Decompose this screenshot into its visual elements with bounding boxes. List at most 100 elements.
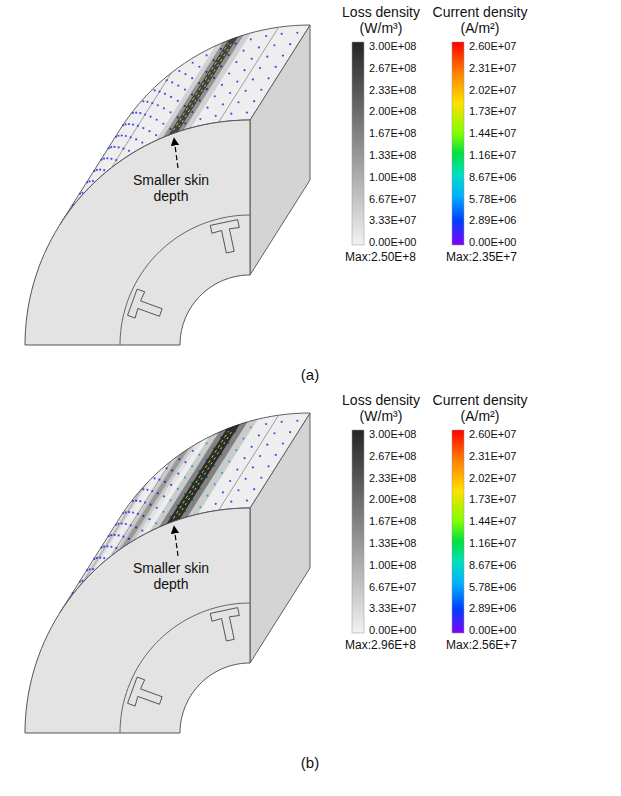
- current-vector: [110, 146, 112, 148]
- current-vector: [259, 455, 261, 457]
- current-vector: [122, 124, 124, 126]
- current-vector: [89, 180, 91, 182]
- current-vector: [215, 115, 217, 117]
- current-vector: [258, 46, 260, 48]
- tick-value: 0.00E+00: [369, 235, 416, 249]
- rotor-arc: [120, 215, 250, 345]
- current-vector: [222, 491, 224, 493]
- current-vector: [184, 88, 186, 90]
- current-vector: [281, 33, 283, 35]
- legend-title: Current density (A/m²): [421, 392, 539, 424]
- current-vector: [118, 534, 120, 536]
- current-vector: [273, 44, 275, 46]
- tick-value: 1.44E+07: [469, 514, 516, 528]
- current-vector: [273, 432, 275, 434]
- tick-value: 1.33E+08: [369, 148, 416, 162]
- tick-value: 1.73E+07: [469, 492, 516, 506]
- current-vector: [245, 478, 247, 480]
- current-vector: [289, 43, 291, 45]
- current-vector: [128, 150, 130, 152]
- current-vector: [121, 134, 123, 136]
- tick-value: 1.33E+08: [369, 536, 416, 550]
- current-vector: [148, 130, 150, 132]
- tick-value: 6.67E+07: [369, 580, 416, 594]
- current-vector: [144, 113, 146, 115]
- current-vector: [93, 170, 95, 172]
- max-value: Max:2.35E+7: [446, 250, 517, 264]
- current-vector: [137, 125, 139, 127]
- current-vector: [199, 118, 201, 120]
- current-vector: [162, 123, 164, 125]
- current-vector: [214, 95, 216, 97]
- current-vector: [103, 557, 105, 559]
- current-vector: [192, 62, 194, 64]
- current-vector: [79, 193, 81, 195]
- current-vector: [260, 89, 262, 91]
- current-vector: [132, 511, 134, 513]
- current-vector: [128, 123, 130, 125]
- current-vector: [106, 157, 108, 159]
- tick-value: 2.31E+07: [469, 61, 516, 75]
- current-vector: [281, 421, 283, 423]
- current-vector: [246, 499, 248, 501]
- loss-colorbar: [352, 430, 364, 633]
- callout-arrow: [174, 526, 178, 556]
- current-vector: [110, 546, 112, 548]
- tick-value: 5.78E+06: [469, 580, 516, 594]
- rotor-slot: [128, 289, 163, 318]
- current-vector: [252, 466, 254, 468]
- current-vector: [139, 112, 141, 114]
- tick-value: 2.33E+08: [369, 471, 416, 485]
- current-vector: [259, 67, 261, 69]
- tick-value: 1.44E+07: [469, 126, 516, 140]
- motor-panel: [25, 413, 464, 733]
- current-vector: [252, 78, 254, 80]
- current-vector: [103, 169, 105, 171]
- current-vector: [289, 431, 291, 433]
- current-vector: [115, 136, 117, 138]
- current-vector: [146, 489, 148, 491]
- front-face: [25, 508, 250, 733]
- current-vector: [96, 169, 98, 171]
- current-vector: [100, 158, 102, 160]
- tick-value: 2.02E+07: [469, 83, 516, 97]
- current-vector: [130, 136, 132, 138]
- current-vector: [177, 100, 179, 102]
- current-vector: [221, 84, 223, 86]
- tick-value: 1.00E+08: [369, 170, 416, 184]
- current-vector: [246, 111, 248, 113]
- current-vector: [154, 477, 156, 479]
- rotor-arc: [120, 603, 250, 733]
- current-vector: [115, 159, 117, 161]
- current-vector: [266, 56, 268, 58]
- current-vector: [86, 181, 88, 183]
- current-vector: [99, 169, 101, 171]
- current-vector: [125, 123, 127, 125]
- current-vector: [149, 116, 151, 118]
- current-vector: [237, 489, 239, 491]
- tick-value: 0.00E+00: [469, 623, 516, 637]
- current-vector: [296, 420, 298, 422]
- current-vector: [191, 77, 193, 79]
- tick-value: 8.67E+06: [469, 170, 516, 184]
- loss-colorbar: [352, 42, 364, 245]
- current-vector: [163, 107, 165, 109]
- current-vector: [110, 158, 112, 160]
- current-vector: [142, 127, 144, 129]
- current-vector: [141, 141, 143, 143]
- current-vector: [125, 135, 127, 137]
- current-vector: [242, 50, 244, 52]
- tick-value: 3.00E+08: [369, 427, 416, 441]
- callout-label: Smaller skin depth: [125, 172, 217, 204]
- current-vector: [132, 123, 134, 125]
- current-vector: [166, 79, 168, 81]
- legend-title: Loss density (W/m³): [332, 4, 430, 36]
- current-vector: [251, 446, 253, 448]
- tick-value: 6.67E+07: [369, 192, 416, 206]
- current-vector: [184, 73, 186, 75]
- current-vector: [296, 32, 298, 34]
- current-vector: [229, 480, 231, 482]
- legend-title: Loss density (W/m³): [332, 392, 430, 424]
- current-vector: [118, 146, 120, 148]
